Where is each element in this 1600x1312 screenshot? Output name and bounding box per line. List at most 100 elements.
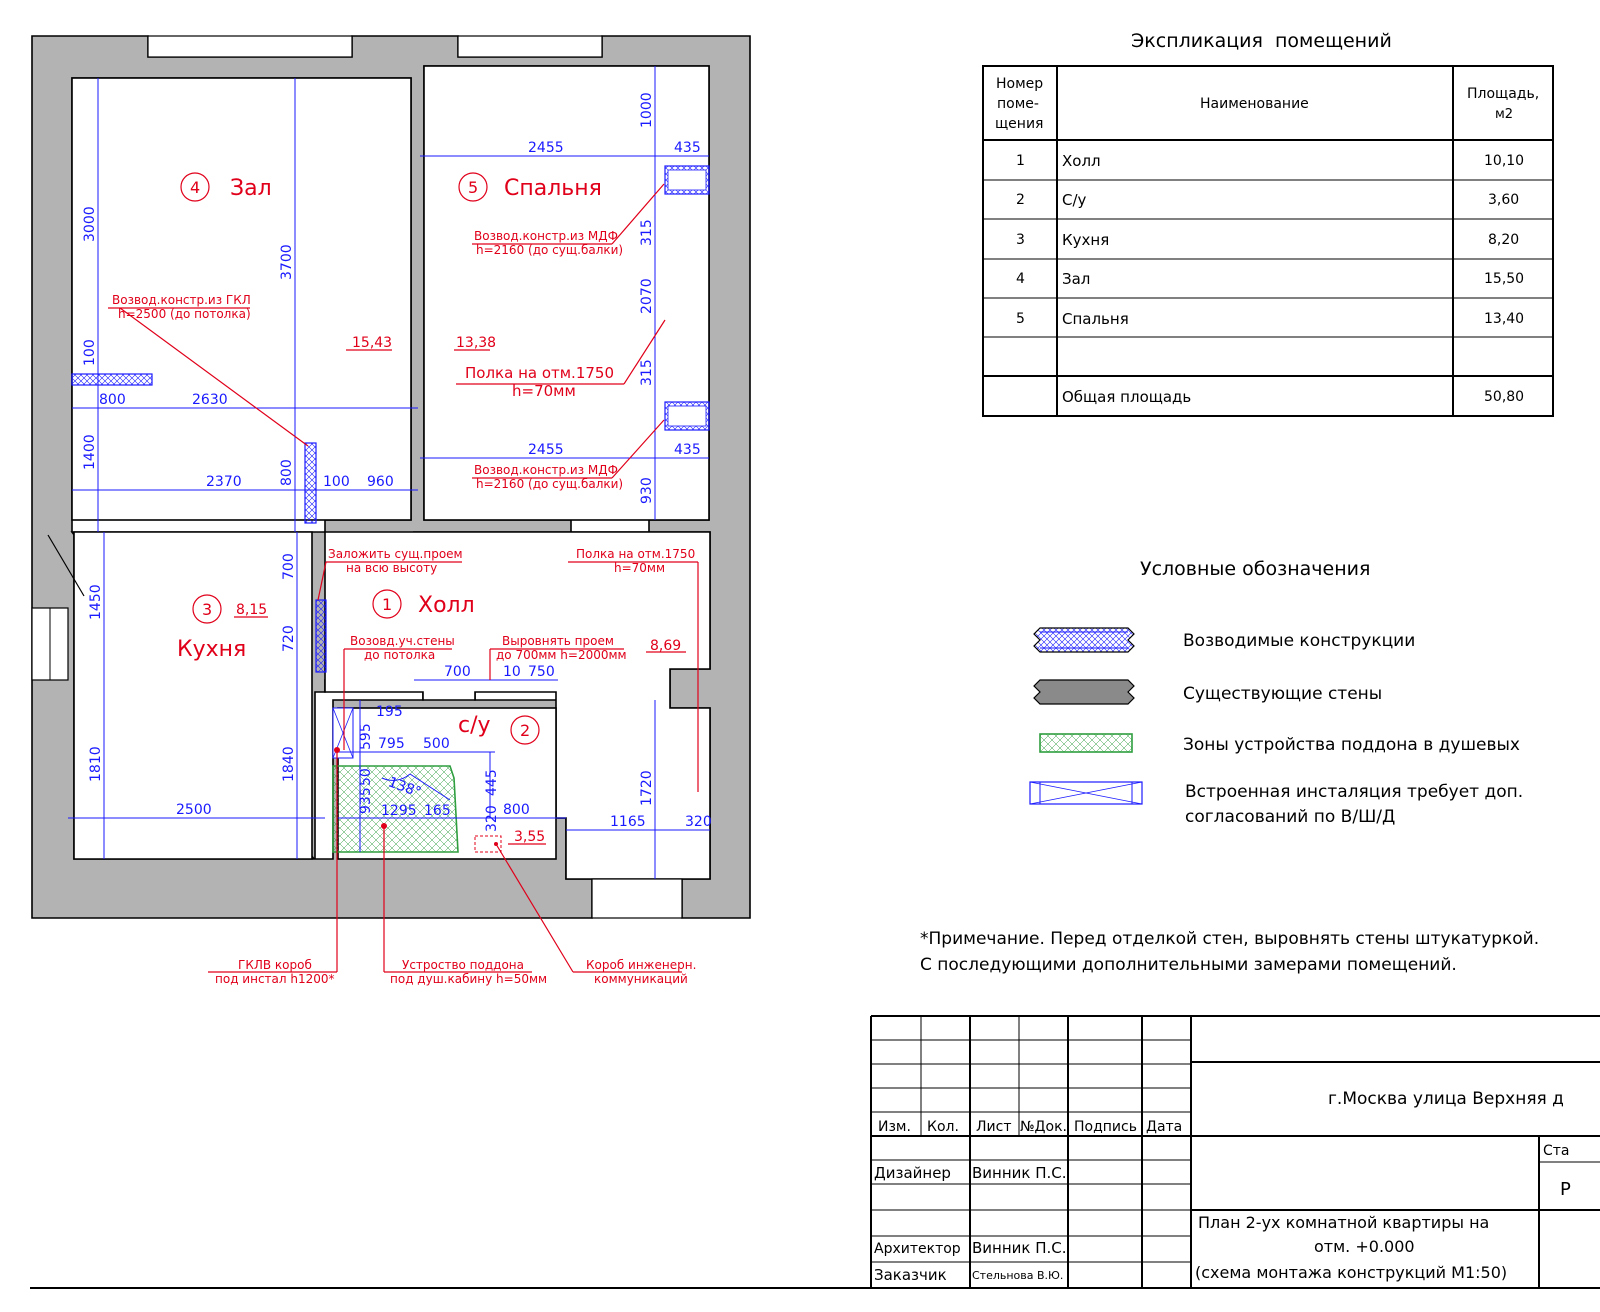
legend-label-new: Возводимые конструкции xyxy=(1183,631,1415,651)
row3-num: 3 xyxy=(1016,232,1025,248)
note-mdf1-2: h=2160 (до сущ.балки) xyxy=(476,243,623,257)
dim-1450: 1450 xyxy=(88,584,104,620)
stamp-stage-label: Ста xyxy=(1543,1143,1570,1159)
header-num-1: Номер xyxy=(996,76,1043,92)
note-pod-2: под душ.кабину h=50мм xyxy=(390,972,547,986)
note-zal-2: на всю высоту xyxy=(346,561,437,575)
dim-2370: 2370 xyxy=(206,474,242,490)
note-shelf1-1: Полка на отм.1750 xyxy=(465,364,614,382)
stamp-stage-value: Р xyxy=(1560,1179,1571,1200)
note-zal-1: Заложить сущ.проем xyxy=(328,547,463,561)
note-vozv-2: до потолка xyxy=(364,648,435,662)
room-area-2: 3,55 xyxy=(514,829,545,845)
header-area-1: Площадь, xyxy=(1467,86,1539,102)
dim-1000: 1000 xyxy=(639,92,655,128)
dim-500: 500 xyxy=(423,736,450,752)
stamp-col-doc: №Док. xyxy=(1020,1119,1067,1135)
room-num-2: 2 xyxy=(520,721,530,740)
legend-label-install-2: согласований по В/Ш/Д xyxy=(1185,807,1395,827)
dim-2455b: 2455 xyxy=(528,442,564,458)
row1-area: 10,10 xyxy=(1484,153,1524,169)
explication-table: Экспликация помещений Номер поме- щения … xyxy=(982,30,1554,417)
dim-3700: 3700 xyxy=(279,244,295,280)
construction-notes: Возвод.констр.из ГКЛ h=2500 (до потолка)… xyxy=(112,229,696,986)
dim-595: 595 xyxy=(358,723,374,750)
note-mdf2-1: Возвод.констр.из МДФ xyxy=(474,463,618,477)
room-num-4: 4 xyxy=(190,178,200,197)
row3-area: 8,20 xyxy=(1488,232,1519,248)
dim-1400: 1400 xyxy=(82,434,98,470)
dim-165: 165 xyxy=(424,803,451,819)
dim-10: 10 xyxy=(503,664,521,680)
header-name: Наименование xyxy=(1200,96,1309,112)
room-area-1: 8,69 xyxy=(650,638,681,654)
dim-435a: 435 xyxy=(674,140,701,156)
room-area-3: 8,15 xyxy=(236,602,267,618)
room-name-1: Холл xyxy=(418,593,475,618)
dim-800a: 800 xyxy=(99,392,126,408)
note-gklv-2: под инстал h1200* xyxy=(215,972,335,986)
title-block: Изм. Кол. Лист №Док. Подпись Дата Дизайн… xyxy=(30,1015,1600,1289)
note-vyr-1: Выровнять проем xyxy=(502,634,614,648)
dim-750: 750 xyxy=(528,664,555,680)
row2-name: С/у xyxy=(1062,191,1087,209)
room-labels: 4 Зал 15,43 5 Спальня 13,38 3 8,15 Кухня… xyxy=(177,176,681,845)
header-num-2: поме- xyxy=(997,96,1039,112)
dim-700a: 700 xyxy=(281,553,297,580)
dim-800b: 800 xyxy=(279,459,295,486)
room-name-3: Кухня xyxy=(177,637,246,662)
row5-num: 5 xyxy=(1016,311,1025,327)
row4-num: 4 xyxy=(1016,271,1025,287)
dim-100b: 100 xyxy=(323,474,350,490)
room-name-2: с/у xyxy=(458,713,491,738)
legend-title: Условные обозначения xyxy=(1140,558,1370,580)
stamp-architect-role: Архитектор xyxy=(874,1241,961,1257)
row5-area: 13,40 xyxy=(1484,311,1524,327)
note-vozv-1: Возовд.уч.стены xyxy=(350,634,455,648)
stamp-customer-name: Стельнова В.Ю. xyxy=(972,1269,1063,1282)
stamp-col-izm: Изм. xyxy=(878,1119,911,1135)
note-kor-1: Короб инженерн. xyxy=(586,958,696,972)
dim-935: 935 xyxy=(358,787,374,814)
dim-700b: 700 xyxy=(444,664,471,680)
note-gkl-2: h=2500 (до потолка) xyxy=(118,307,251,321)
row1-name: Холл xyxy=(1062,152,1101,170)
stamp-col-date: Дата xyxy=(1146,1119,1182,1135)
stamp-col-sign: Подпись xyxy=(1074,1119,1137,1135)
room-area-5: 13,38 xyxy=(456,335,496,351)
dim-195: 195 xyxy=(376,704,403,720)
dim-315a: 315 xyxy=(639,219,655,246)
dim-2455a: 2455 xyxy=(528,140,564,156)
note-kor-2: коммуникаций xyxy=(594,972,688,986)
room-num-1: 1 xyxy=(382,595,392,614)
dim-720: 720 xyxy=(281,625,297,652)
existing-walls xyxy=(31,35,751,919)
stamp-address: г.Москва улица Верхняя д xyxy=(1328,1089,1564,1109)
note-shelf1-2: h=70мм xyxy=(512,382,576,400)
room-name-5: Спальня xyxy=(504,176,602,201)
row1-num: 1 xyxy=(1016,153,1025,169)
room-area-4: 15,43 xyxy=(352,335,392,351)
dim-2070: 2070 xyxy=(639,278,655,314)
stamp-customer-role: Заказчик xyxy=(874,1266,947,1284)
stamp-title-1: План 2-ух комнатной квартиры на xyxy=(1198,1213,1489,1232)
note-shelf2-1: Полка на отм.1750 xyxy=(576,547,695,561)
header-num-3: щения xyxy=(995,116,1043,132)
explication-title: Экспликация помещений xyxy=(1131,30,1392,52)
new-constructions xyxy=(71,165,710,853)
stamp-architect-name: Винник П.С. xyxy=(972,1239,1067,1257)
dim-800c: 800 xyxy=(503,802,530,818)
dimension-lines xyxy=(68,66,710,879)
stamp-title-3: (схема монтажа конструкций М1:50) xyxy=(1195,1263,1507,1282)
note-mdf2-2: h=2160 (до сущ.балки) xyxy=(476,477,623,491)
total-label: Общая площадь xyxy=(1062,388,1191,406)
stamp-col-list: Лист xyxy=(976,1119,1011,1135)
total-area: 50,80 xyxy=(1484,389,1524,405)
room-num-3: 3 xyxy=(202,600,212,619)
dim-100: 100 xyxy=(82,339,98,366)
room-num-5: 5 xyxy=(468,178,478,197)
row2-area: 3,60 xyxy=(1488,192,1519,208)
dim-50: 50 xyxy=(358,768,374,786)
stamp-title-2: отм. +0.000 xyxy=(1314,1237,1415,1256)
note-mdf1-1: Возвод.констр.из МДФ xyxy=(474,229,618,243)
